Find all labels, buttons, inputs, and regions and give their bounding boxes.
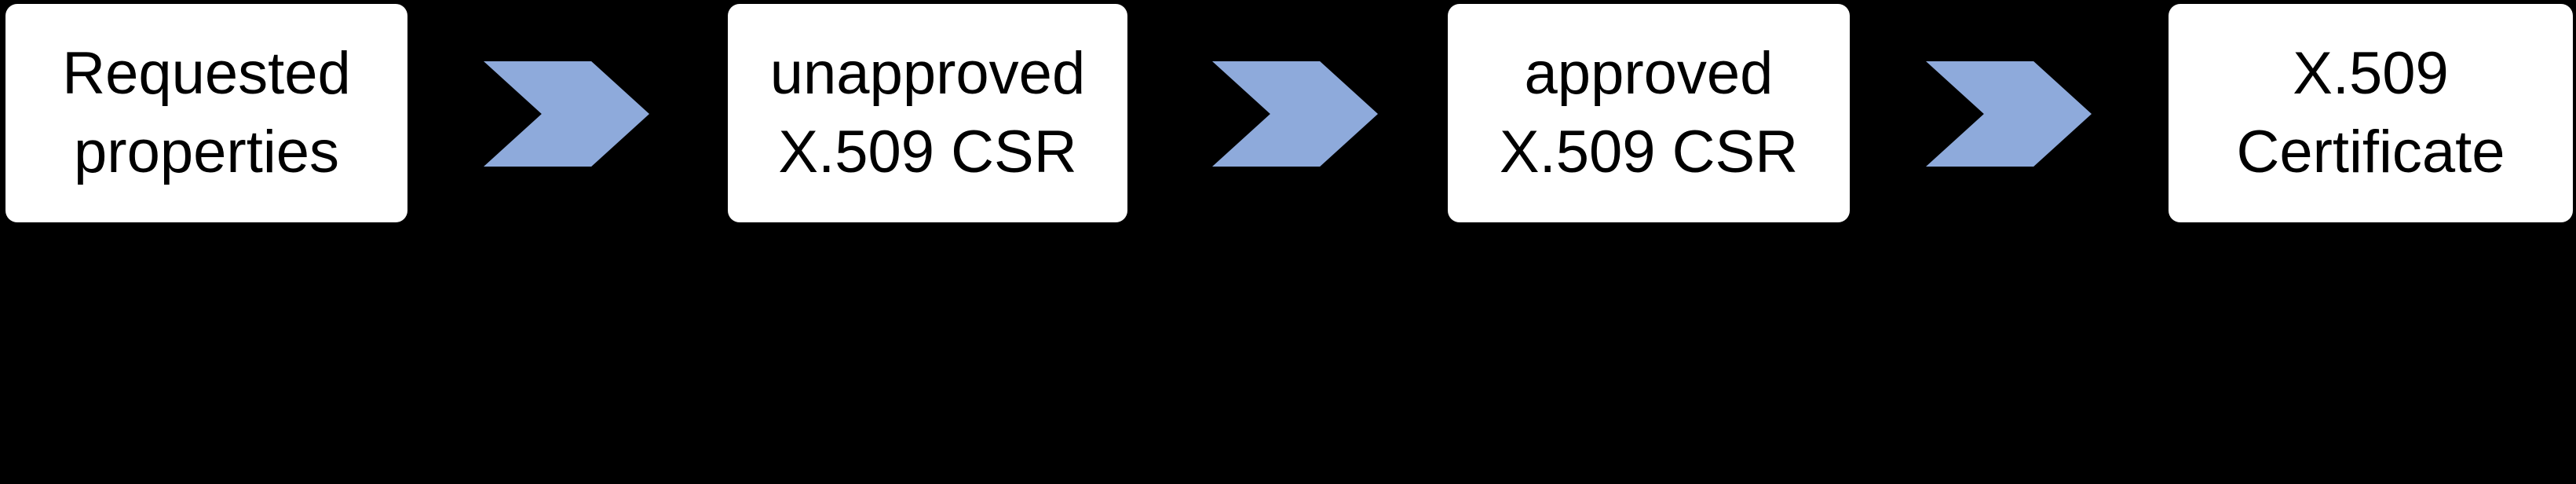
step-label-line: Requested	[62, 40, 351, 107]
step-x509-certificate: X.509 Certificate	[2169, 4, 2573, 222]
step-label-line: unapproved	[769, 40, 1086, 107]
step-label-line: X.509 CSR	[778, 119, 1077, 185]
step-approved-csr: approved X.509 CSR	[1448, 4, 1850, 222]
step-label-line: approved	[1524, 40, 1774, 107]
chevron-right-icon	[1212, 61, 1378, 167]
chevron-right-icon	[1926, 61, 2092, 167]
step-label-line: X.509 CSR	[1499, 119, 1799, 185]
chevron-right-icon	[484, 61, 649, 167]
step-unapproved-csr: unapproved X.509 CSR	[728, 4, 1127, 222]
step-requested-properties: Requested properties	[5, 4, 407, 222]
step-label-line: X.509	[2293, 40, 2449, 107]
step-label-line: properties	[74, 119, 339, 185]
step-label-line: Certificate	[2236, 119, 2505, 185]
